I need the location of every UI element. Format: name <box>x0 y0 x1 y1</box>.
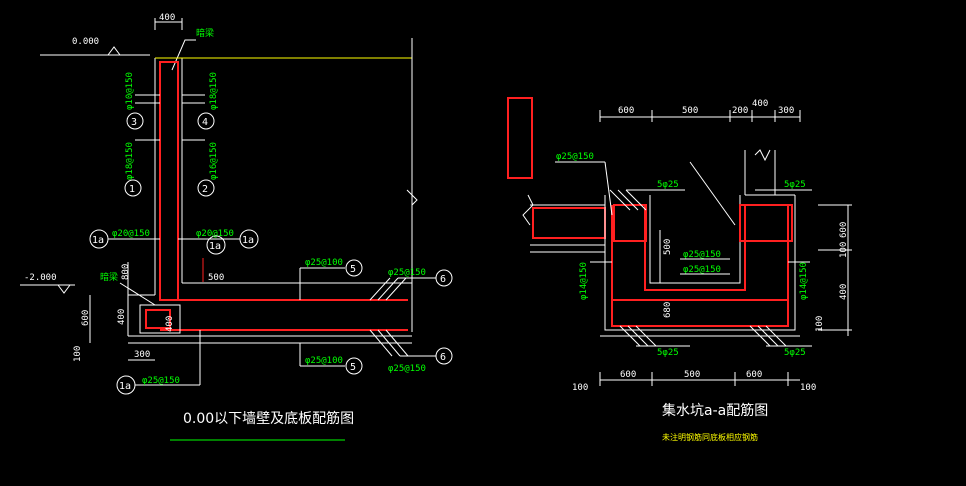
dim-top-0: 600 <box>618 106 634 116</box>
right-subtitle: 未注明钢筋同底板相应钢筋 <box>662 432 758 442</box>
bubble-3: 3 <box>131 117 137 128</box>
bubble-1a-bottom: 1a <box>119 381 131 392</box>
dim-800: 800 <box>121 264 131 280</box>
dim-right-1: 100 <box>839 242 849 258</box>
rebar-6-bottom: φ25@150 <box>388 364 426 374</box>
rebar-25-150-left: φ25@150 <box>556 152 594 162</box>
bubble-5-top: 5 <box>350 264 356 275</box>
dim-500-inner: 500 <box>663 239 673 255</box>
right-title: 集水坑a-a配筋图 <box>662 402 768 419</box>
dim-300: 300 <box>134 350 150 360</box>
bubble-5-bottom: 5 <box>350 362 356 373</box>
rebar-5-bottom: φ25@100 <box>305 356 343 366</box>
dim-680: 680 <box>663 302 673 318</box>
dim-right-3: 100 <box>815 316 825 332</box>
dim-top-1: 500 <box>682 106 698 116</box>
bubble-6-top: 6 <box>440 274 446 285</box>
rebar-5-25-bot-right: 5φ25 <box>784 348 806 358</box>
note-top-beam: 暗梁 <box>196 27 214 39</box>
rebar-6-top: φ25@150 <box>388 268 426 278</box>
right-pit-section: 600 500 200 400 300 φ25@150 5φ25 <box>507 97 852 442</box>
rebar-5-25-bot-left: 5φ25 <box>657 348 679 358</box>
bubble-6-bottom: 6 <box>440 352 446 363</box>
rebar-wall-outer-upper: φ10@150 <box>125 72 135 110</box>
left-title: 0.00以下墙壁及底板配筋图 <box>183 410 354 427</box>
dim-bottom-3: 600 <box>746 370 762 380</box>
dim-bottom-0: 100 <box>572 383 588 393</box>
dim-top-2: 200 <box>732 106 748 116</box>
bubble-1: 1 <box>129 184 135 195</box>
elev-low-label: -2.000 <box>24 273 57 283</box>
rebar-wall-inner-lower: φ16@150 <box>209 142 219 180</box>
rebar-wall-inner-upper: φ18@150 <box>209 72 219 110</box>
rebar-5-25-top-left: 5φ25 <box>657 180 679 190</box>
dim-bottom-1: 600 <box>620 370 636 380</box>
dim-400-a: 400 <box>117 309 127 325</box>
note-left-beam: 暗梁 <box>100 271 118 283</box>
rebar-1a-bottom: φ25@150 <box>142 376 180 386</box>
dim-500: 500 <box>208 273 224 283</box>
rebar-14-150-left: φ14@150 <box>579 262 589 300</box>
dim-bottom-4: 100 <box>800 383 816 393</box>
rebar-14-150-right: φ14@150 <box>799 262 809 300</box>
elev-top-label: 0.000 <box>72 37 99 47</box>
rebar-1a-a: φ20@150 <box>112 229 150 239</box>
dim-600: 600 <box>81 310 91 326</box>
dim-top-3: 400 <box>752 99 768 109</box>
dim-400-b: 400 <box>165 316 175 332</box>
rebar-5-25-top-right: 5φ25 <box>784 180 806 190</box>
dim-100: 100 <box>73 346 83 362</box>
dim-right-2: 400 <box>839 284 849 300</box>
rebar-1a-b: φ20@150 <box>196 229 234 239</box>
bubble-2: 2 <box>202 184 208 195</box>
dim-wall-top: 400 <box>159 13 175 23</box>
dim-bottom-2: 500 <box>684 370 700 380</box>
dim-top-4: 300 <box>778 106 794 116</box>
dim-right-0: 600 <box>839 222 849 238</box>
rebar-25-150-mid2: φ25@150 <box>683 265 721 275</box>
bubble-1a-right: 1a <box>242 235 254 246</box>
rebar-wall-outer-lower: φ18@150 <box>125 142 135 180</box>
bubble-1a-left: 1a <box>92 235 104 246</box>
bubble-1a-mid: 1a <box>209 241 221 252</box>
rebar-25-150-mid1: φ25@150 <box>683 250 721 260</box>
left-wall-section: 0.000 400 暗梁 <box>20 13 453 441</box>
bubble-4: 4 <box>202 117 208 128</box>
rebar-5-top: φ25@100 <box>305 258 343 268</box>
